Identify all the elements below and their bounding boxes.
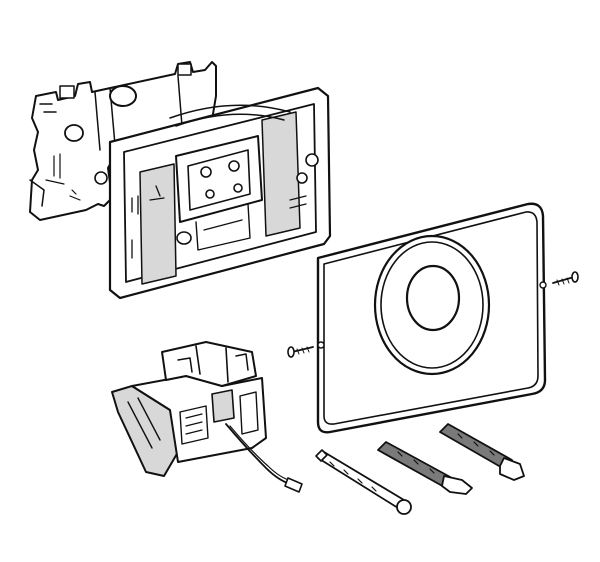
extension-rod <box>315 449 412 515</box>
mounting-frame <box>108 86 332 300</box>
fixing-screw <box>287 346 314 358</box>
control-unit <box>111 341 303 493</box>
extension-rod <box>377 441 473 495</box>
fixing-screw <box>552 271 579 286</box>
cover-plate <box>316 202 547 434</box>
extension-rod <box>439 423 525 481</box>
